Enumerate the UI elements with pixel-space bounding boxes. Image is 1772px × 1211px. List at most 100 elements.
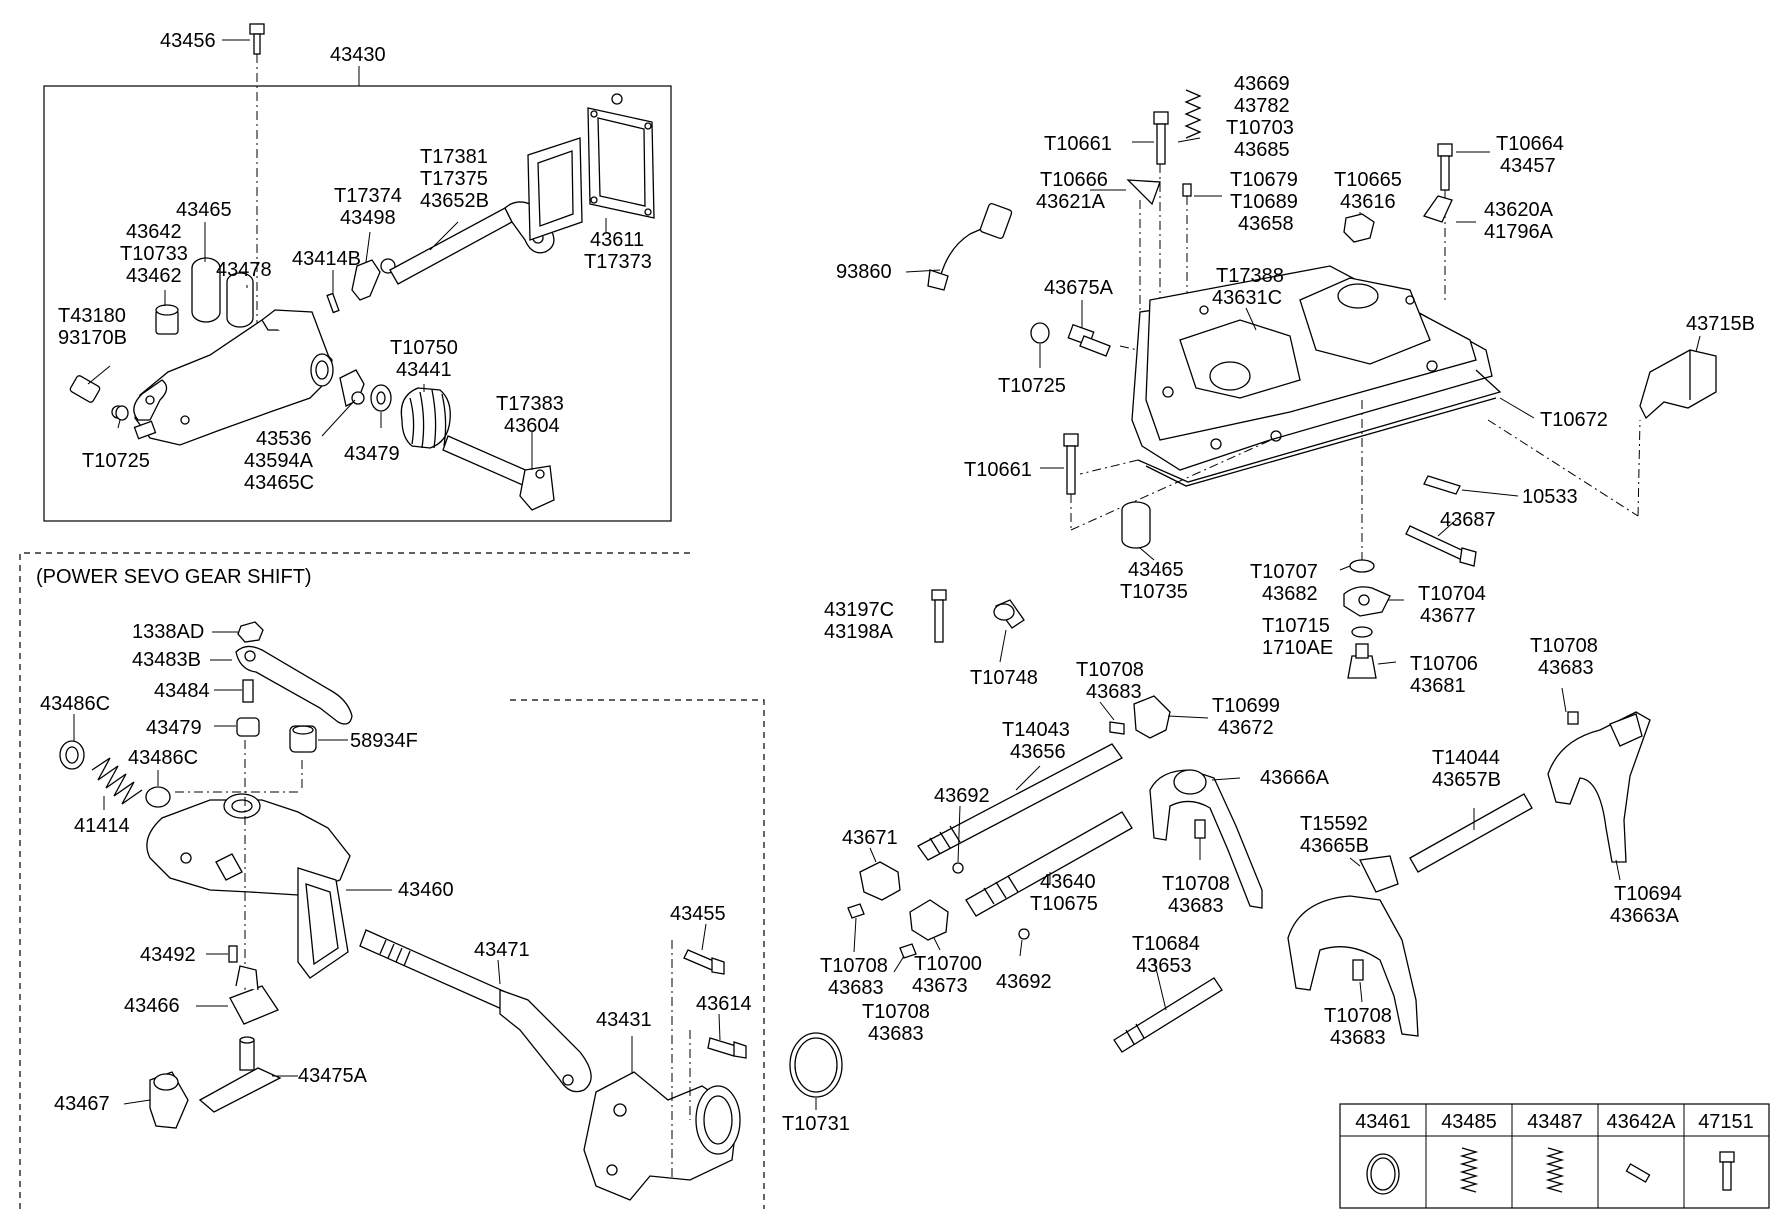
callout-t10708-d: T10708	[820, 955, 888, 977]
top-left-assembly	[69, 23, 655, 511]
kit-table: 43461 43485 43487 43642A 47151	[1339, 1103, 1770, 1209]
callout-t10733: T10733	[120, 243, 188, 265]
power-servo-frame	[19, 552, 690, 1209]
spring-icon	[1459, 1147, 1479, 1193]
callout-43621a: 43621A	[1036, 191, 1106, 213]
callout-43498: 43498	[340, 207, 396, 229]
callout-43455: 43455	[670, 903, 726, 925]
power-servo-inner-frame	[510, 699, 765, 1209]
callout-t10664: T10664	[1496, 133, 1564, 155]
callout-43658: 43658	[1238, 213, 1294, 235]
callout-t10704: T10704	[1418, 583, 1486, 605]
callout-43640: 43640	[1040, 871, 1096, 893]
callout-43614: 43614	[696, 993, 752, 1015]
callout-43465c: 43465C	[244, 472, 314, 494]
pin-icon	[1625, 1163, 1651, 1183]
callout-t10675: T10675	[1030, 893, 1098, 915]
callout-t10672: T10672	[1540, 409, 1608, 431]
callout-43465-right: 43465	[1128, 559, 1184, 581]
section-title: (POWER SEVO GEAR SHIFT)	[36, 566, 312, 588]
callout-t10706: T10706	[1410, 653, 1478, 675]
callout-t17388: T17388	[1216, 265, 1284, 287]
callout-43683-a: 43683	[1086, 681, 1142, 703]
snap-ring-icon	[1366, 1153, 1400, 1195]
callout-41796a: 41796A	[1484, 221, 1554, 243]
callout-43441: 43441	[396, 359, 452, 381]
callout-43692-b: 43692	[996, 971, 1052, 993]
callout-t10708-a: T10708	[1076, 659, 1144, 681]
callout-t43180: T43180	[58, 305, 126, 327]
callout-43666a: 43666A	[1260, 767, 1330, 789]
callout-43479-top: 43479	[344, 443, 400, 465]
callout-t10725-left: T10725	[82, 450, 150, 472]
callout-43475a: 43475A	[298, 1065, 368, 1087]
callout-43460: 43460	[398, 879, 454, 901]
callout-labels: 43456 43430 43465 43642 T10733 43462 434…	[40, 30, 1755, 1135]
callout-t17375: T17375	[420, 168, 488, 190]
callout-t10661-mid: T10661	[964, 459, 1032, 481]
callout-t10707: T10707	[1250, 561, 1318, 583]
callout-43692-a: 43692	[934, 785, 990, 807]
callout-43431: 43431	[596, 1009, 652, 1031]
callout-t10725-right: T10725	[998, 375, 1066, 397]
callout-t10700: T10700	[914, 953, 982, 975]
callout-1710ae: 1710AE	[1262, 637, 1333, 659]
callout-43631c: 43631C	[1212, 287, 1282, 309]
callout-43471: 43471	[474, 939, 530, 961]
callout-43478: 43478	[216, 259, 272, 281]
callout-t10708-b: T10708	[1530, 635, 1598, 657]
callout-t14044: T14044	[1432, 747, 1500, 769]
callout-t10731: T10731	[782, 1113, 850, 1135]
callout-t10689: T10689	[1230, 191, 1298, 213]
assembly-frame-43430	[43, 85, 672, 522]
cover-assembly	[927, 89, 1717, 679]
callout-43642: 43642	[126, 221, 182, 243]
callout-43683-e: 43683	[868, 1023, 924, 1045]
callout-t10694: T10694	[1614, 883, 1682, 905]
callout-43672: 43672	[1218, 717, 1274, 739]
callout-t14043: T14043	[1002, 719, 1070, 741]
shift-rails-forks	[789, 695, 1651, 1098]
callout-43486c-1: 43486C	[40, 693, 110, 715]
power-servo-assembly	[59, 621, 747, 1201]
callout-t17381: T17381	[420, 146, 488, 168]
callout-43653: 43653	[1136, 955, 1192, 977]
callout-t10666: T10666	[1040, 169, 1108, 191]
callout-43687: 43687	[1440, 509, 1496, 531]
spring-icon-2	[1545, 1147, 1565, 1193]
callout-43656: 43656	[1010, 741, 1066, 763]
callout-t17374: T17374	[334, 185, 402, 207]
callout-43197c: 43197C	[824, 599, 894, 621]
kit-table-header-3: 43487	[1527, 1111, 1583, 1133]
callout-t17383: T17383	[496, 393, 564, 415]
leader-lines	[73, 39, 1701, 1110]
callout-t10715: T10715	[1262, 615, 1330, 637]
callout-1338ad: 1338AD	[132, 621, 204, 643]
callout-41414: 41414	[74, 815, 130, 837]
kit-table-header-2: 43485	[1441, 1111, 1497, 1133]
callout-43665b: 43665B	[1300, 835, 1369, 857]
callout-t10708-c: T10708	[1162, 873, 1230, 895]
callout-43467: 43467	[54, 1093, 110, 1115]
callout-58934f: 58934F	[350, 730, 418, 752]
callout-t10708-e: T10708	[862, 1001, 930, 1023]
callout-43492: 43492	[140, 944, 196, 966]
callout-43669: 43669	[1234, 73, 1290, 95]
callout-43683-f: 43683	[1330, 1027, 1386, 1049]
callout-t10735: T10735	[1120, 581, 1188, 603]
callout-t10679: T10679	[1230, 169, 1298, 191]
callout-43483b: 43483B	[132, 649, 201, 671]
kit-table-header-1: 43461	[1355, 1111, 1411, 1133]
callout-43466: 43466	[124, 995, 180, 1017]
callout-43479-servo: 43479	[146, 717, 202, 739]
callout-43671: 43671	[842, 827, 898, 849]
callout-43604: 43604	[504, 415, 560, 437]
callout-t10699: T10699	[1212, 695, 1280, 717]
callout-t10665: T10665	[1334, 169, 1402, 191]
callout-t17373: T17373	[584, 251, 652, 273]
kit-table-header-4: 43642A	[1607, 1111, 1677, 1133]
callout-43673: 43673	[912, 975, 968, 997]
callout-t10750: T10750	[390, 337, 458, 359]
callout-43683-c: 43683	[1168, 895, 1224, 917]
